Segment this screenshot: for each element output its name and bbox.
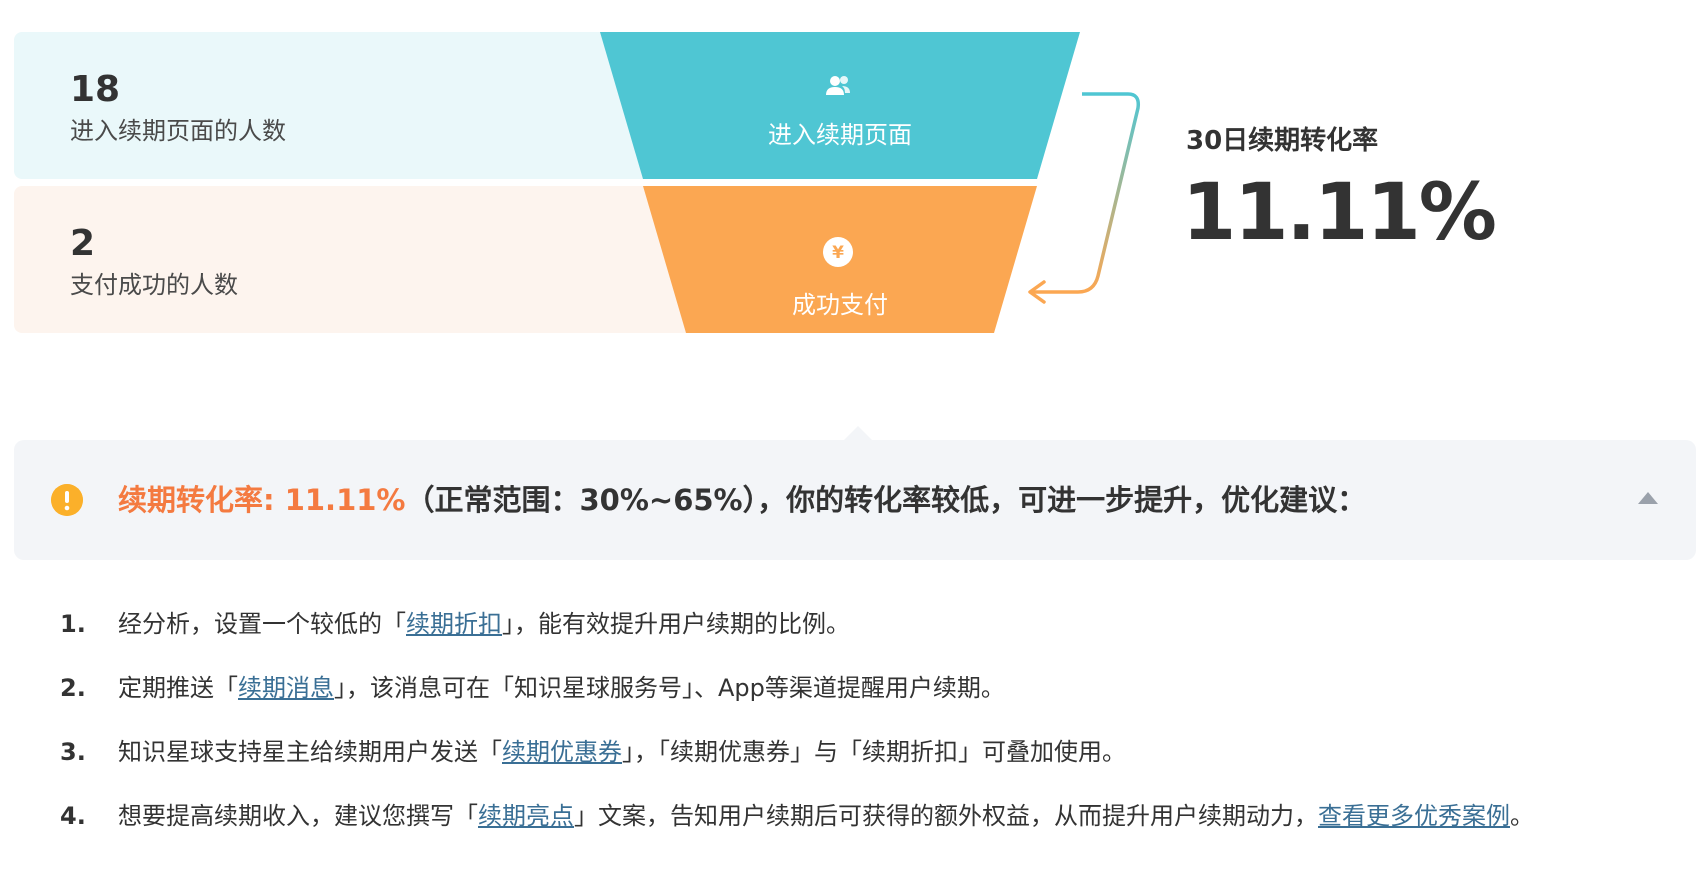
caret-up-icon[interactable] xyxy=(1638,492,1658,504)
list-item-text: 」，「续期优惠券」与「续期折扣」可叠加使用。 xyxy=(622,738,1126,766)
alert-rest: （正常范围：30%~65%），你的转化率较低，可进一步提升，优化建议： xyxy=(405,483,1367,517)
paid-count-label: 支付成功的人数 xyxy=(70,271,238,299)
list-item-text: 」文案，告知用户续期后可获得的额外权益，从而提升用户续期动力， xyxy=(574,802,1318,830)
conversion-arrow xyxy=(1032,92,1141,294)
list-item-text: 。 xyxy=(1510,802,1534,830)
list-item-number: 1. xyxy=(60,610,86,638)
yen-icon: ¥ xyxy=(823,237,853,267)
arrow-head xyxy=(1028,280,1046,304)
list-item-number: 2. xyxy=(60,674,86,702)
list-item-text: 」，该消息可在「知识星球服务号」、App等渠道提醒用户续期。 xyxy=(334,674,1005,702)
stage-label-paid: 成功支付 xyxy=(792,291,888,319)
funnel-stage-entry xyxy=(600,32,1080,179)
list-item-number: 3. xyxy=(60,738,86,766)
conversion-value: 11.11% xyxy=(1182,168,1497,258)
paid-count: 2 xyxy=(70,223,96,264)
alert-banner[interactable]: 续期转化率: 11.11%（正常范围：30%~65%），你的转化率较低，可进一步… xyxy=(14,440,1696,560)
list-item-number: 4. xyxy=(60,802,86,830)
svg-text:¥: ¥ xyxy=(832,243,844,263)
users-icon xyxy=(826,76,850,95)
link-renewal-message[interactable]: 续期消息 xyxy=(238,674,334,702)
conversion-title: 30日续期转化率 xyxy=(1186,126,1379,156)
link-renewal-discount[interactable]: 续期折扣 xyxy=(406,610,502,638)
list-item-text: 」，能有效提升用户续期的比例。 xyxy=(502,610,850,638)
alert-notch xyxy=(842,426,874,442)
list-item-text: 想要提高续期收入，建议您撰写「 xyxy=(118,802,478,830)
link-renewal-highlights[interactable]: 续期亮点 xyxy=(478,802,574,830)
alert-highlight: 续期转化率: 11.11% xyxy=(118,483,406,517)
entry-count: 18 xyxy=(70,69,121,110)
link-renewal-coupon[interactable]: 续期优惠券 xyxy=(502,738,622,766)
list-item-text: 经分析，设置一个较低的「 xyxy=(118,610,406,638)
list-item-text: 定期推送「 xyxy=(118,674,238,702)
list-item-text: 知识星球支持星主给续期用户发送「 xyxy=(118,738,502,766)
entry-count-label: 进入续期页面的人数 xyxy=(70,117,286,145)
warning-icon xyxy=(51,484,83,516)
link-more-cases[interactable]: 查看更多优秀案例 xyxy=(1318,802,1510,830)
stage-label-entry: 进入续期页面 xyxy=(768,121,912,149)
alert-message: 续期转化率: 11.11%（正常范围：30%~65%），你的转化率较低，可进一步… xyxy=(118,480,1366,520)
